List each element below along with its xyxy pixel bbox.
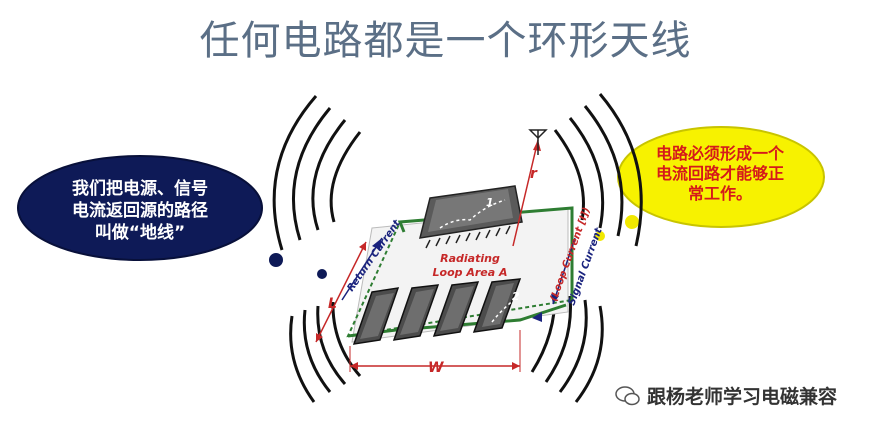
bubble-tail-dot-right-small	[595, 231, 605, 241]
radiation-arcs-right	[530, 93, 643, 403]
left-bubble-text: 我们把电源、信号 电流返回源的路径 叫做“地线”	[40, 178, 240, 244]
right-bubble-line: 电路必须形成一个	[655, 144, 784, 163]
antenna-icon	[528, 129, 548, 155]
left-bubble-line: 我们把电源、信号	[72, 179, 208, 199]
right-speech-bubble	[617, 126, 825, 228]
chip-1-label: 1	[486, 196, 494, 209]
r-distance-label: r	[530, 166, 538, 182]
slide-title: 任何电路都是一个环形天线	[199, 18, 692, 64]
bubble-tail-dot-small	[317, 269, 327, 279]
chip-2-label: 2	[512, 290, 520, 303]
radiating-label-line1: Radiating	[440, 252, 500, 265]
bubble-tail-dot-right-large	[625, 215, 639, 229]
left-speech-bubble	[17, 155, 263, 261]
bubble-tail-dot-large	[269, 253, 283, 267]
wechat-icon	[615, 385, 640, 405]
l-dimension-label: L	[328, 296, 337, 312]
right-bubble-line: 电流回路才能够正	[655, 164, 784, 183]
left-bubble-line: 叫做“地线”	[94, 223, 186, 243]
watermark-text: 跟杨老师学习电磁兼容	[647, 386, 838, 408]
radiation-arcs-left	[272, 95, 362, 403]
w-dimension-label: W	[428, 360, 444, 376]
watermark: 跟杨老师学习电磁兼容	[615, 382, 837, 409]
right-bubble-line: 常工作。	[687, 184, 752, 203]
radiating-label-line2: Loop Area A	[433, 266, 508, 279]
right-bubble-text: 电路必须形成一个 电流回路才能够正 常工作。	[630, 144, 810, 204]
left-bubble-line: 电流返回源的路径	[72, 201, 208, 221]
